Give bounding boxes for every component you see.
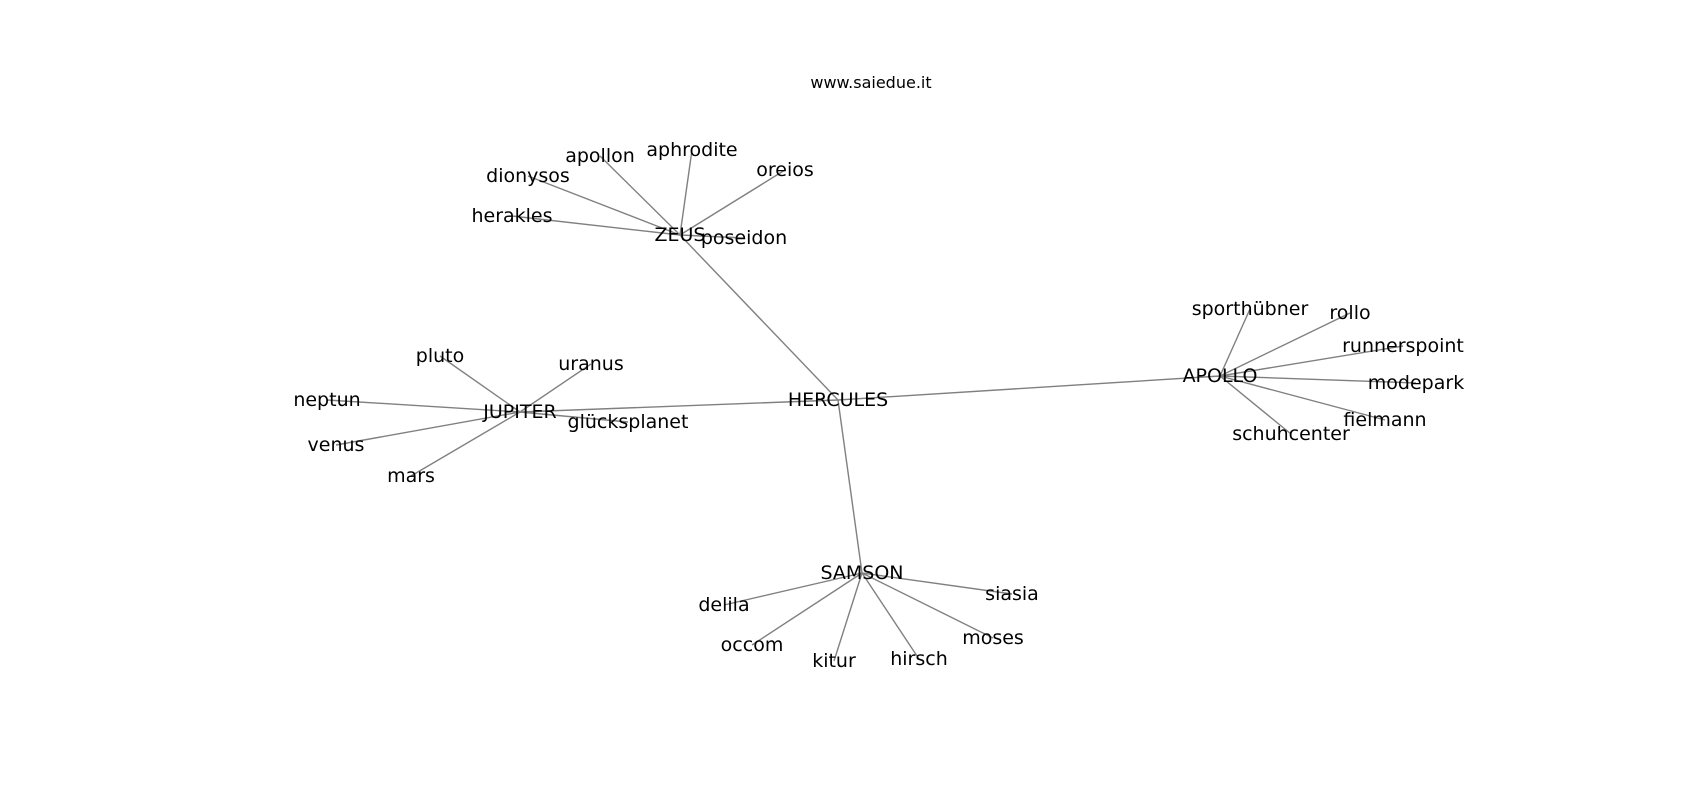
node-occom: occom <box>721 634 784 656</box>
node-dionysos: dionysos <box>486 165 570 187</box>
node-runnerspoint: runnerspoint <box>1342 335 1464 357</box>
node-neptun: neptun <box>293 389 360 411</box>
node-venus: venus <box>308 434 365 456</box>
node-poseidon: poseidon <box>701 227 787 249</box>
edge-hercules-jupiter <box>519 399 839 413</box>
edge-samson-delila <box>723 572 863 606</box>
node-apollon: apollon <box>565 145 635 167</box>
node-mars: mars <box>387 465 435 487</box>
edge-samson-hirsch <box>861 572 920 660</box>
edge-zeus-oreios <box>679 169 786 236</box>
edge-zeus-dionysos <box>527 175 681 236</box>
node-gluecksplanet: glücksplanet <box>568 411 689 433</box>
edge-samson-moses <box>861 572 994 639</box>
edge-apollo-sporthuebner <box>1219 308 1251 377</box>
edge-zeus-aphrodite <box>679 149 693 236</box>
label-layer: HERCULES ZEUS JUPITER APOLLO SAMSON apollon ap… <box>293 139 1464 672</box>
edge-jupiter-neptun <box>326 399 521 413</box>
node-kitur: kitur <box>812 650 856 672</box>
edge-apollo-fielmann <box>1219 375 1386 421</box>
edge-samson-kitur <box>833 572 863 662</box>
edge-hercules-zeus <box>679 234 839 401</box>
node-aphrodite: aphrodite <box>646 139 737 161</box>
edge-layer <box>326 149 1417 662</box>
node-zeus: ZEUS <box>655 224 706 246</box>
node-schuhcenter: schuhcenter <box>1232 423 1350 445</box>
node-delila: delila <box>698 594 749 616</box>
edge-jupiter-gluecksplanet <box>519 411 629 423</box>
edge-jupiter-pluto <box>439 355 521 413</box>
edge-zeus-herakles <box>511 215 681 236</box>
edge-jupiter-uranus <box>519 363 592 413</box>
node-pluto: pluto <box>416 345 464 367</box>
edge-jupiter-venus <box>335 411 521 446</box>
node-moses: moses <box>962 627 1024 649</box>
node-hercules: HERCULES <box>788 389 888 411</box>
node-apollo: APOLLO <box>1183 365 1258 387</box>
node-fielmann: fielmann <box>1343 409 1426 431</box>
node-siasia: siasia <box>985 583 1039 605</box>
node-uranus: uranus <box>558 353 623 375</box>
edge-jupiter-mars <box>410 411 521 477</box>
node-hirsch: hirsch <box>890 648 948 670</box>
node-sporthuebner: sporthübner <box>1192 298 1309 320</box>
node-jupiter: JUPITER <box>482 401 556 423</box>
edge-apollo-rollo <box>1219 312 1351 377</box>
edge-samson-occom <box>751 572 863 646</box>
edge-apollo-runnerspoint <box>1219 345 1404 377</box>
edge-apollo-modepark <box>1219 375 1417 384</box>
edge-apollo-schuhcenter <box>1219 375 1292 435</box>
edge-samson-siasia <box>861 572 1013 595</box>
node-herakles: herakles <box>471 205 552 227</box>
node-modepark: modepark <box>1368 372 1464 394</box>
edge-hercules-apollo <box>837 375 1221 401</box>
edge-zeus-apollon <box>599 155 681 236</box>
edge-zeus-poseidon <box>679 234 745 239</box>
diagram-title: www.saiedue.it <box>810 73 931 92</box>
node-samson: SAMSON <box>820 562 903 584</box>
edge-hercules-samson <box>837 399 863 574</box>
node-rollo: rollo <box>1329 302 1370 324</box>
node-oreios: oreios <box>756 159 814 181</box>
